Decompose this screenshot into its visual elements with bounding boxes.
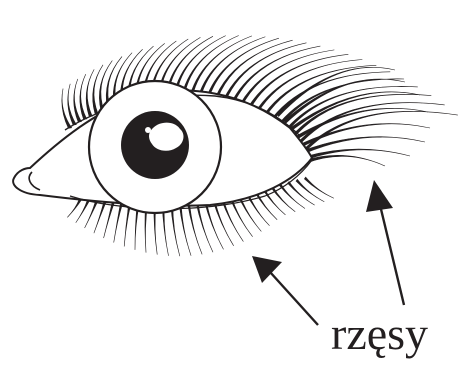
- eyelash: [304, 137, 425, 154]
- pupil-highlight-dot: [145, 127, 151, 133]
- eyelash: [114, 202, 123, 242]
- eyelash: [305, 111, 458, 151]
- eyelash: [305, 155, 385, 166]
- eyelash: [304, 177, 334, 198]
- eyelash: [187, 201, 202, 254]
- label-eyelashes: rzęsy: [331, 311, 428, 357]
- eyelash: [62, 89, 72, 129]
- eyelash: [67, 199, 81, 217]
- arrow-lower-lashes: [252, 256, 318, 325]
- eyelash: [104, 202, 115, 238]
- eyelash: [80, 74, 87, 119]
- arrow-upper-lashes: [366, 180, 404, 305]
- eyelash: [284, 79, 405, 123]
